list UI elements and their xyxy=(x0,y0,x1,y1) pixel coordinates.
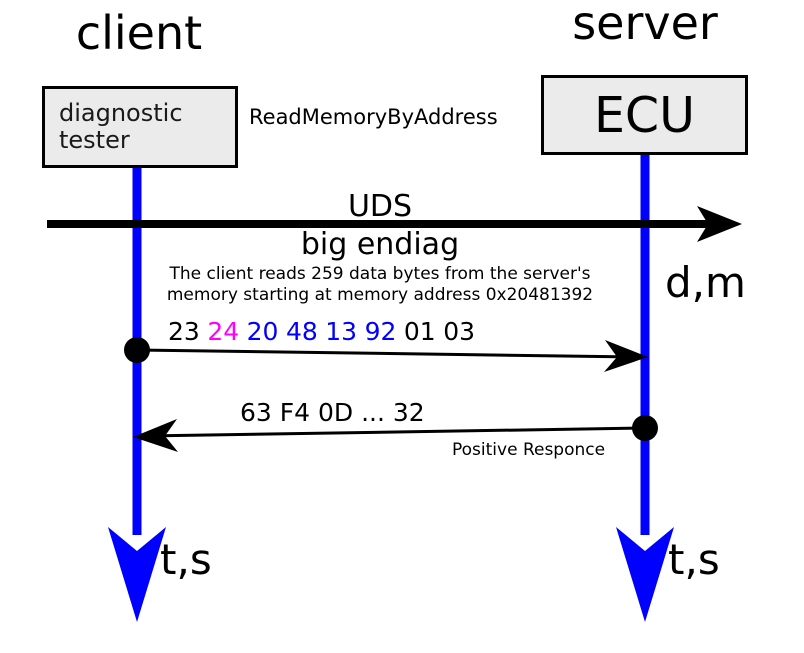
response-arrowhead xyxy=(133,419,178,452)
request-origin-dot xyxy=(124,337,150,363)
endianness-label: big endiag xyxy=(300,227,460,262)
request-arrow-line xyxy=(136,348,637,359)
request-byte: 24 xyxy=(207,317,240,346)
client-box-label: diagnostic tester xyxy=(59,99,183,154)
request-byte: 13 xyxy=(325,317,358,346)
client-lifeline-arrowhead xyxy=(108,527,166,622)
service-name-label: ReadMemoryByAddress xyxy=(249,105,498,129)
protocol-label: UDS xyxy=(347,189,413,224)
request-byte: 20 xyxy=(246,317,279,346)
request-byte: 23 xyxy=(168,317,200,346)
client-participant-box[interactable]: diagnostic tester xyxy=(42,86,238,168)
server-lifeline-arrowhead xyxy=(616,527,674,622)
server-title: server xyxy=(572,0,718,50)
request-byte: 03 xyxy=(443,317,475,346)
response-origin-dot xyxy=(632,415,658,441)
response-bytes-label: 63 F4 0D ... 32 xyxy=(240,398,425,427)
server-box-label: ECU xyxy=(593,86,696,144)
request-arrowhead xyxy=(604,340,648,372)
response-kind-label: Positive Responce xyxy=(452,440,606,460)
server-lifeline-unit-label: t,s xyxy=(668,535,720,584)
description-note: The client reads 259 data bytes from the… xyxy=(166,264,594,305)
axis-unit-label: d,m xyxy=(665,258,746,307)
client-lifeline-unit-label: t,s xyxy=(160,535,212,584)
client-title: client xyxy=(75,6,203,60)
server-participant-box[interactable]: ECU xyxy=(541,75,748,155)
request-byte: 01 xyxy=(403,317,436,346)
request-byte: 92 xyxy=(364,317,397,346)
response-arrow-line xyxy=(144,426,646,438)
request-byte: 48 xyxy=(285,317,318,346)
protocol-axis-arrowhead xyxy=(697,206,742,242)
